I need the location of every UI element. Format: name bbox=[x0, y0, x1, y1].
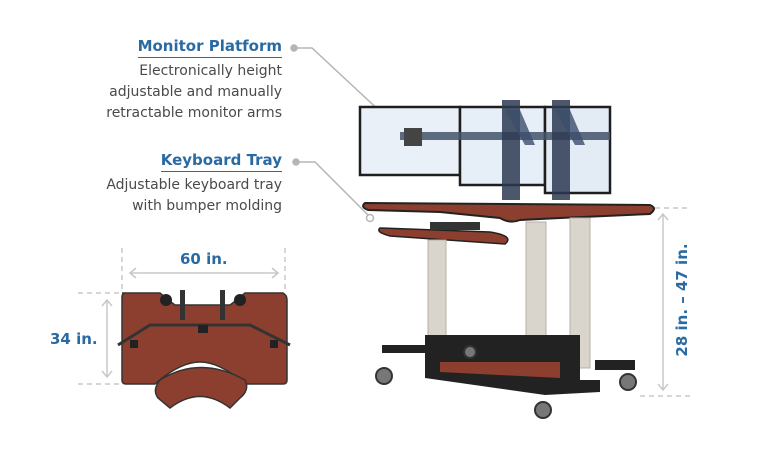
depth-dimension bbox=[78, 292, 120, 385]
description-line: retractable monitor arms bbox=[106, 105, 282, 121]
callout-title-monitor-platform: Monitor Platform bbox=[137, 37, 282, 58]
description-line: adjustable and manually bbox=[109, 84, 282, 100]
callout-description-keyboard-tray: Adjustable keyboard tray with bumper mol… bbox=[80, 175, 282, 217]
callout-description-monitor-platform: Electronically height adjustable and man… bbox=[100, 61, 282, 124]
callout-title-keyboard-tray: Keyboard Tray bbox=[160, 151, 282, 172]
callout-keyboard-tray: Keyboard Tray Adjustable keyboard tray w… bbox=[80, 150, 282, 217]
depth-label: 34 in. bbox=[50, 330, 98, 348]
top-view-desk bbox=[117, 290, 291, 409]
callout-monitor-platform: Monitor Platform Electronically height a… bbox=[100, 36, 282, 124]
base-frame bbox=[375, 335, 637, 419]
monitors bbox=[358, 100, 612, 200]
description-line: Adjustable keyboard tray bbox=[106, 177, 282, 193]
width-label: 60 in. bbox=[180, 250, 228, 268]
height-range-label: 28 in. – 47 in. bbox=[673, 243, 691, 357]
width-dimension bbox=[121, 248, 286, 292]
height-dimension bbox=[640, 207, 690, 397]
description-line: with bumper molding bbox=[132, 198, 282, 214]
leader-line-keyboard bbox=[292, 158, 375, 223]
lift-columns bbox=[427, 217, 591, 369]
desktop-surface bbox=[362, 201, 655, 245]
description-line: Electronically height bbox=[139, 63, 282, 79]
